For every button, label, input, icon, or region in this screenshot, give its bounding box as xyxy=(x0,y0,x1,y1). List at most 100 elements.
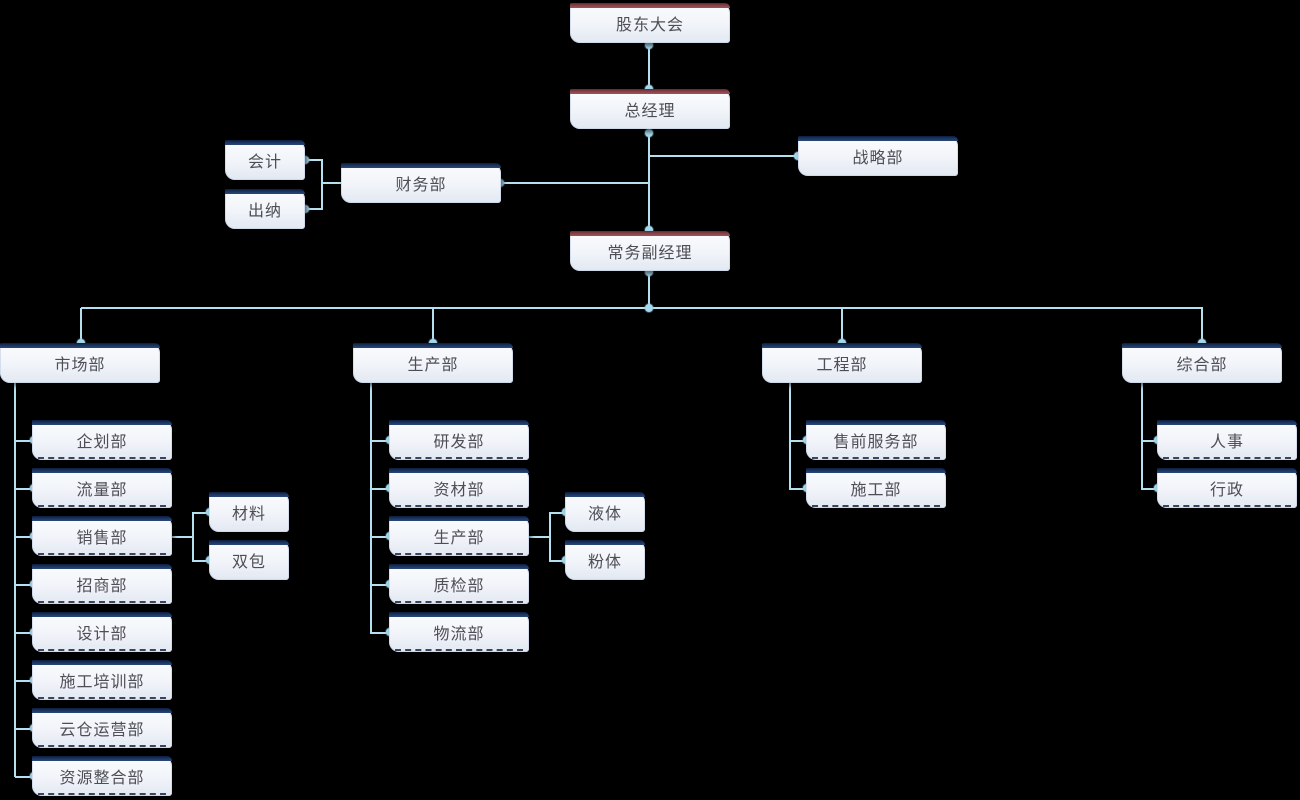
node-sales-dept[interactable]: 销售部 xyxy=(32,516,172,556)
connector-line xyxy=(1142,440,1157,442)
connector-dot xyxy=(645,304,653,312)
node-quality-inspection-dept[interactable]: 质检部 xyxy=(389,564,529,604)
node-marketing-dept[interactable]: 市场部 xyxy=(0,343,160,383)
connector-line xyxy=(322,182,341,184)
node-construction-training-dept[interactable]: 施工培训部 xyxy=(32,660,172,700)
dashed-underline xyxy=(812,505,940,507)
dashed-underline xyxy=(812,457,940,459)
dashed-underline xyxy=(1163,505,1291,507)
node-investment-dept[interactable]: 招商部 xyxy=(32,564,172,604)
node-finance-dept[interactable]: 财务部 xyxy=(341,163,501,203)
connector-line xyxy=(550,512,565,514)
node-design-dept[interactable]: 设计部 xyxy=(32,612,172,652)
node-traffic-dept[interactable]: 流量部 xyxy=(32,468,172,508)
node-label: 财务部 xyxy=(395,175,447,194)
node-strategy-dept[interactable]: 战略部 xyxy=(798,136,958,176)
dashed-underline xyxy=(38,745,166,747)
node-admin-dept[interactable]: 行政 xyxy=(1157,468,1297,508)
dashed-underline xyxy=(1163,457,1291,459)
connector-dot xyxy=(645,41,653,49)
node-construction-dept[interactable]: 施工部 xyxy=(806,468,946,508)
node-presales-service-dept[interactable]: 售前服务部 xyxy=(806,420,946,460)
node-top-bar xyxy=(389,612,529,617)
node-top-bar xyxy=(209,540,289,545)
connector-line xyxy=(370,383,372,634)
node-top-bar xyxy=(32,708,172,713)
connector-line xyxy=(15,440,33,442)
node-top-bar xyxy=(1157,420,1297,425)
node-top-bar xyxy=(389,564,529,569)
node-label: 液体 xyxy=(587,504,622,523)
node-accounting[interactable]: 会计 xyxy=(225,140,305,180)
dashed-underline xyxy=(38,793,166,795)
node-label: 设计部 xyxy=(76,624,128,643)
node-hr-dept[interactable]: 人事 xyxy=(1157,420,1297,460)
node-general-manager[interactable]: 总经理 xyxy=(570,89,730,129)
connector-line xyxy=(193,512,209,514)
connector-line xyxy=(1142,488,1157,490)
node-powder[interactable]: 粉体 xyxy=(565,540,645,580)
node-resource-integration-dept[interactable]: 资源整合部 xyxy=(32,756,172,796)
connector-line xyxy=(1201,308,1203,344)
node-liquid[interactable]: 液体 xyxy=(565,492,645,532)
connector-dot xyxy=(645,268,653,276)
node-label: 工程部 xyxy=(816,355,868,374)
node-top-bar xyxy=(209,492,289,497)
connector-line xyxy=(371,488,389,490)
connector-line xyxy=(841,308,843,344)
connector-line xyxy=(549,512,551,562)
node-engineering-dept[interactable]: 工程部 xyxy=(762,343,922,383)
node-label: 出纳 xyxy=(247,201,282,220)
node-cashier[interactable]: 出纳 xyxy=(225,189,305,229)
node-label: 市场部 xyxy=(54,355,106,374)
node-top-bar xyxy=(32,468,172,473)
node-top-bar xyxy=(570,89,730,94)
connector-line xyxy=(649,155,798,157)
node-label: 生产部 xyxy=(407,355,459,374)
connector-line xyxy=(81,307,1203,309)
connector-line xyxy=(1141,383,1143,490)
node-top-bar xyxy=(565,492,645,497)
connector-line xyxy=(371,536,389,538)
node-production-dept[interactable]: 生产部 xyxy=(353,343,513,383)
node-production-sub-dept[interactable]: 生产部 xyxy=(389,516,529,556)
node-label: 研发部 xyxy=(433,432,485,451)
connector-line xyxy=(192,512,194,562)
node-planning-dept[interactable]: 企划部 xyxy=(32,420,172,460)
dashed-underline xyxy=(395,505,523,507)
node-shareholders-meeting[interactable]: 股东大会 xyxy=(570,3,730,43)
connector-line xyxy=(15,584,33,586)
connector-dot xyxy=(645,226,653,234)
node-top-bar xyxy=(32,516,172,521)
node-top-bar xyxy=(32,612,172,617)
node-label: 资材部 xyxy=(433,480,485,499)
connector-line xyxy=(305,208,322,210)
connector-line xyxy=(648,44,650,90)
node-cloud-warehouse-ops-dept[interactable]: 云仓运营部 xyxy=(32,708,172,748)
dashed-underline xyxy=(395,457,523,459)
node-top-bar xyxy=(389,516,529,521)
node-dual-contract[interactable]: 双包 xyxy=(209,540,289,580)
node-label: 流量部 xyxy=(76,480,128,499)
connector-line xyxy=(432,308,434,344)
node-rnd-dept[interactable]: 研发部 xyxy=(389,420,529,460)
node-general-affairs-dept[interactable]: 综合部 xyxy=(1122,343,1282,383)
node-top-bar xyxy=(341,163,501,168)
connector-line xyxy=(648,130,650,231)
connector-line xyxy=(15,488,33,490)
connector-line xyxy=(789,383,791,490)
node-label: 会计 xyxy=(247,152,282,171)
connector-line xyxy=(790,440,806,442)
node-top-bar xyxy=(565,540,645,545)
node-materials[interactable]: 材料 xyxy=(209,492,289,532)
node-materials-supply-dept[interactable]: 资材部 xyxy=(389,468,529,508)
connector-line xyxy=(15,680,33,682)
node-label: 销售部 xyxy=(76,528,128,547)
node-label: 材料 xyxy=(231,504,266,523)
dashed-underline xyxy=(38,697,166,699)
node-top-bar xyxy=(389,420,529,425)
node-label: 生产部 xyxy=(433,528,485,547)
dashed-underline xyxy=(395,649,523,651)
node-logistics-dept[interactable]: 物流部 xyxy=(389,612,529,652)
node-executive-deputy-gm[interactable]: 常务副经理 xyxy=(570,231,730,271)
